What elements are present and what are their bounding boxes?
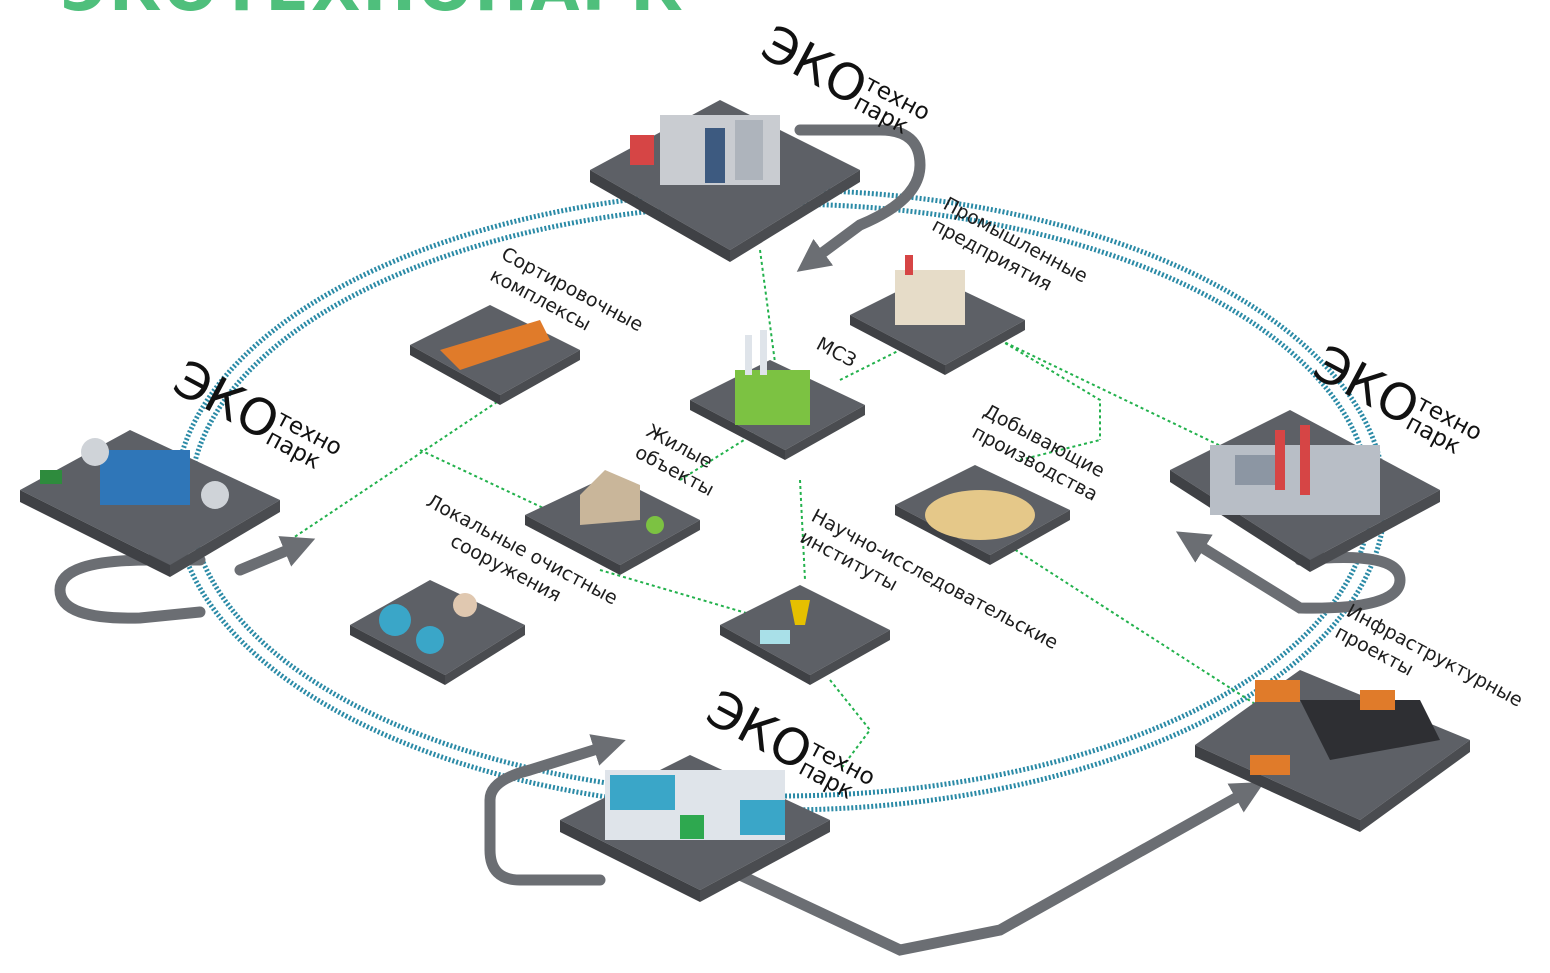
laboratory-icon bbox=[790, 600, 810, 625]
treatment-platform[interactable] bbox=[350, 580, 525, 685]
house-icon bbox=[580, 470, 640, 525]
recycling-plant-icon bbox=[100, 450, 190, 505]
mining-platform[interactable] bbox=[895, 465, 1070, 565]
factory-icon bbox=[895, 270, 965, 325]
research-platform[interactable] bbox=[720, 585, 890, 685]
industrial-platform[interactable] bbox=[850, 255, 1025, 375]
construction-machinery-icon bbox=[1255, 680, 1300, 702]
connector-network bbox=[289, 249, 1281, 771]
housing-platform[interactable] bbox=[525, 470, 700, 575]
label-msz: МСЗ bbox=[813, 333, 860, 372]
sorting-line-icon bbox=[440, 320, 550, 370]
ekotechnopark-left-platform[interactable] bbox=[20, 430, 280, 577]
page-title: ЭКОТЕХНОПАРК bbox=[60, 0, 685, 26]
water-treatment-icon bbox=[379, 604, 411, 636]
quarry-icon bbox=[925, 490, 1035, 540]
sorting-platform[interactable] bbox=[410, 305, 580, 405]
svg-text:МСЗ: МСЗ bbox=[813, 333, 860, 372]
ekotechnopark-right-platform[interactable] bbox=[1170, 410, 1440, 572]
infrastructure-platform[interactable] bbox=[1195, 670, 1470, 832]
msz-platform[interactable] bbox=[690, 330, 865, 460]
conveyors bbox=[54, 124, 1406, 956]
incinerator-icon bbox=[735, 370, 810, 425]
ekotechnopark-top-platform[interactable] bbox=[590, 100, 860, 262]
ekotechnopark-bottom-platform[interactable] bbox=[560, 755, 830, 902]
label-housing: Жилые объекты bbox=[631, 420, 717, 501]
